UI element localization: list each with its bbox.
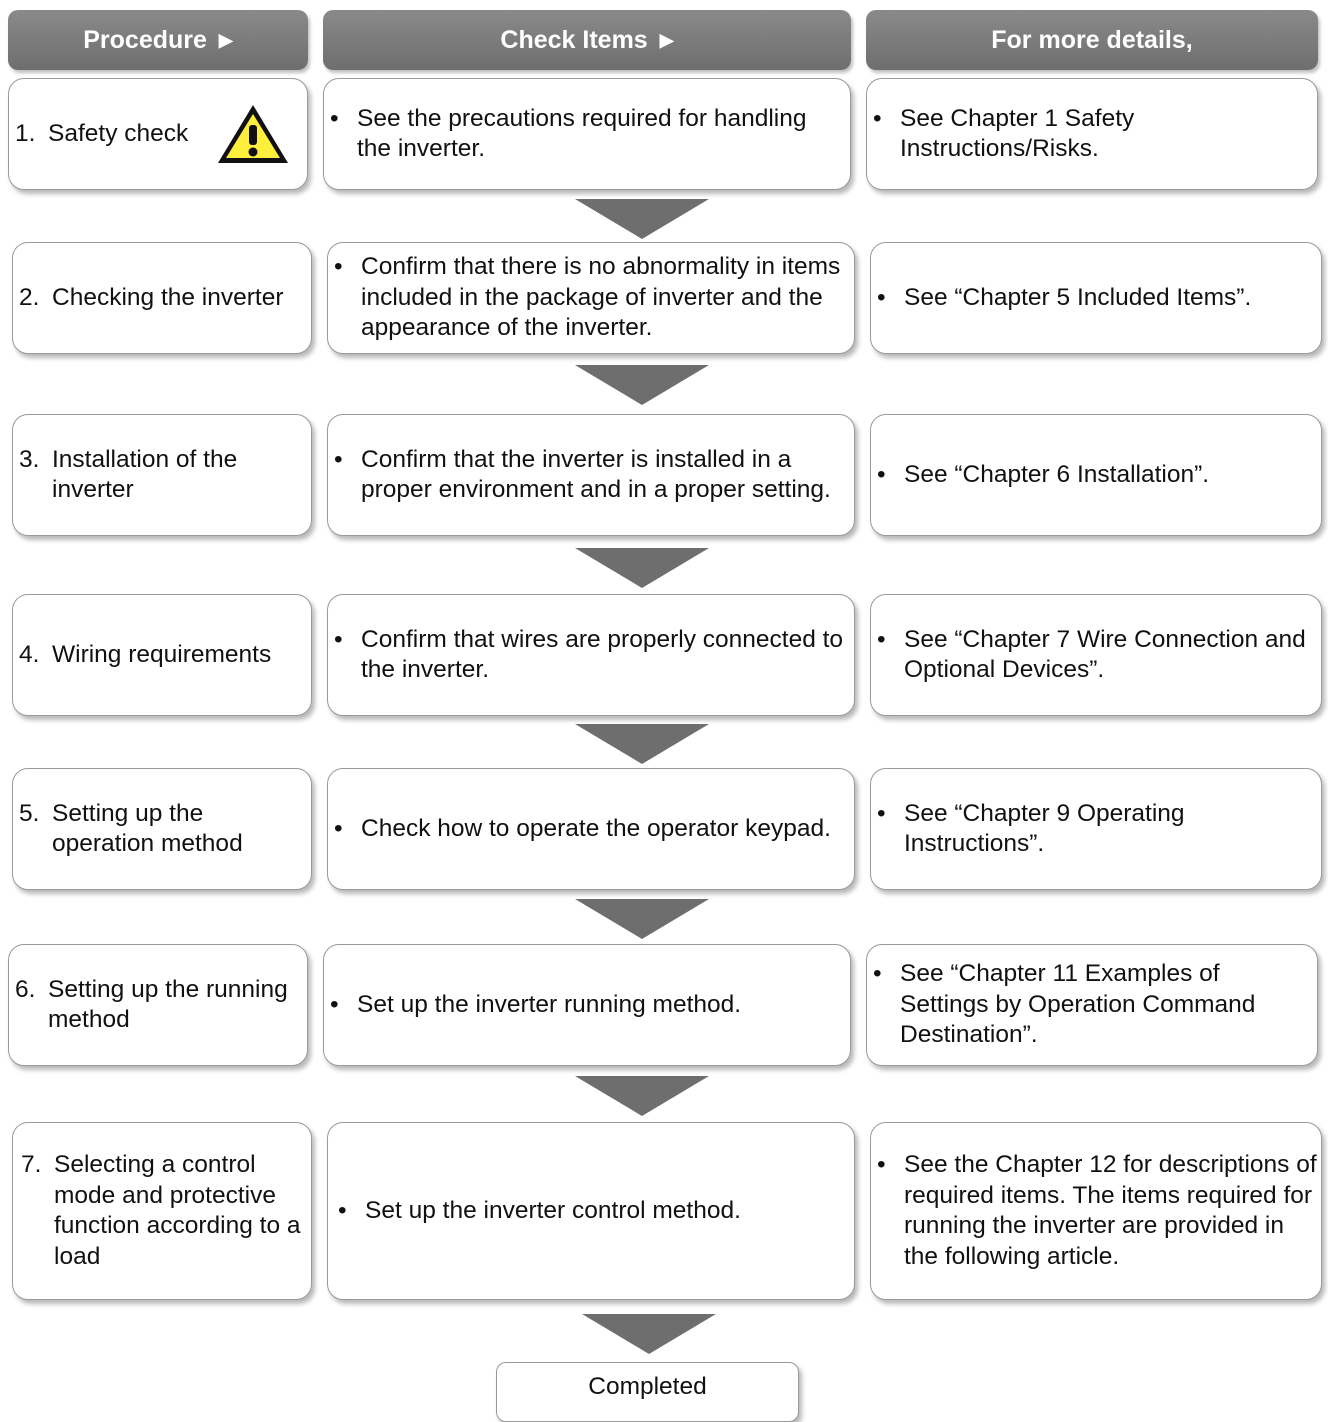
header-details: For more details, [866,10,1318,70]
procedure-step-7: 7. Selecting a control mode and protecti… [12,1122,312,1300]
check-item-7: • Set up the inverter control method. [327,1122,855,1300]
details-text: See “Chapter 9 Operating Instructions”. [904,799,1185,858]
flow-arrow [575,724,709,764]
check-text: See the precautions required for handlin… [357,104,807,163]
flow-arrow [575,199,709,239]
details-5: • See “Chapter 9 Operating Instructions”… [870,768,1322,890]
procedure-label: Selecting a control mode and protective … [54,1151,301,1270]
details-text: See “Chapter 7 Wire Connection and Optio… [904,625,1306,684]
bullet: • [338,1196,347,1224]
check-item-3: • Confirm that the inverter is installed… [327,414,855,536]
bullet: • [330,990,339,1018]
check-text: Confirm that the inverter is installed i… [361,445,831,504]
check-text: Set up the inverter running method. [357,990,742,1018]
step-number: 1. [15,119,36,147]
check-item-1: • See the precautions required for handl… [323,78,851,190]
bullet: • [877,460,886,488]
details-text: See Chapter 1 Safety Instructions/Risks. [900,104,1135,163]
bullet: • [877,625,886,653]
play-arrow-icon: ▶ [659,29,674,50]
flow-arrow [575,899,709,939]
details-6: • See “Chapter 11 Examples of Settings b… [866,944,1318,1066]
procedure-label: Wiring requirements [52,640,272,668]
check-text: Confirm that there is no abnormality in … [361,253,841,342]
bullet: • [330,104,339,132]
details-text: See “Chapter 5 Included Items”. [904,283,1252,311]
header-procedure-label: Procedure [83,25,207,54]
details-text: See “Chapter 11 Examples of Settings by … [900,960,1256,1049]
step-number: 7. [21,1151,42,1178]
bullet: • [877,1151,886,1178]
flow-arrow [582,1314,716,1354]
bullet: • [334,445,343,473]
procedure-step-6: 6. Setting up the running method [8,944,308,1066]
details-text: See “Chapter 6 Installation”. [904,460,1210,488]
procedure-label: Checking the inverter [52,283,284,311]
bullet: • [334,814,343,842]
step-number: 3. [19,445,40,473]
header-check-items-label: Check Items [500,25,648,54]
flow-arrow [575,1076,709,1116]
procedure-step-3: 3. Installation of the inverter [12,414,312,536]
details-2: • See “Chapter 5 Included Items”. [870,242,1322,354]
header-procedure: Procedure ▶ [8,10,308,70]
procedure-label: Setting up the running method [48,975,288,1034]
step-number: 5. [19,799,40,827]
details-7: • See the Chapter 12 for descriptions of… [870,1122,1322,1300]
warning-triangle-icon [218,105,288,163]
check-text: Set up the inverter control method. [365,1196,741,1224]
procedure-label: Installation of the inverter [52,445,238,504]
step-number: 6. [15,975,36,1003]
bullet: • [334,253,343,281]
check-item-4: • Confirm that wires are properly connec… [327,594,855,716]
bullet: • [873,960,882,988]
details-text: See the Chapter 12 for descriptions of r… [904,1151,1317,1270]
bullet: • [877,799,886,827]
check-item-2: • Confirm that there is no abnormality i… [327,242,855,354]
step-number: 2. [19,283,40,311]
check-text: Confirm that wires are properly connecte… [361,625,844,684]
completed-label: Completed [588,1373,707,1400]
procedure-step-2: 2. Checking the inverter [12,242,312,354]
details-4: • See “Chapter 7 Wire Connection and Opt… [870,594,1322,716]
procedure-step-1: 1. Safety check [8,78,308,190]
check-item-6: • Set up the inverter running method. [323,944,851,1066]
procedure-step-4: 4. Wiring requirements [12,594,312,716]
completed-box: Completed [496,1362,799,1422]
check-text: Check how to operate the operator keypad… [361,814,831,842]
bullet: • [334,625,343,653]
step-number: 4. [19,640,40,668]
play-arrow-icon: ▶ [218,29,233,50]
flow-arrow [575,548,709,588]
procedure-step-5: 5. Setting up the operation method [12,768,312,890]
bullet: • [873,104,882,132]
procedure-label: Setting up the operation method [52,799,243,858]
procedure-label: Safety check [48,119,189,147]
header-details-label: For more details, [991,25,1193,54]
bullet: • [877,283,886,311]
flow-arrow [575,365,709,405]
check-item-5: • Check how to operate the operator keyp… [327,768,855,890]
details-3: • See “Chapter 6 Installation”. [870,414,1322,536]
details-1: • See Chapter 1 Safety Instructions/Risk… [866,78,1318,190]
header-check-items: Check Items ▶ [323,10,851,70]
